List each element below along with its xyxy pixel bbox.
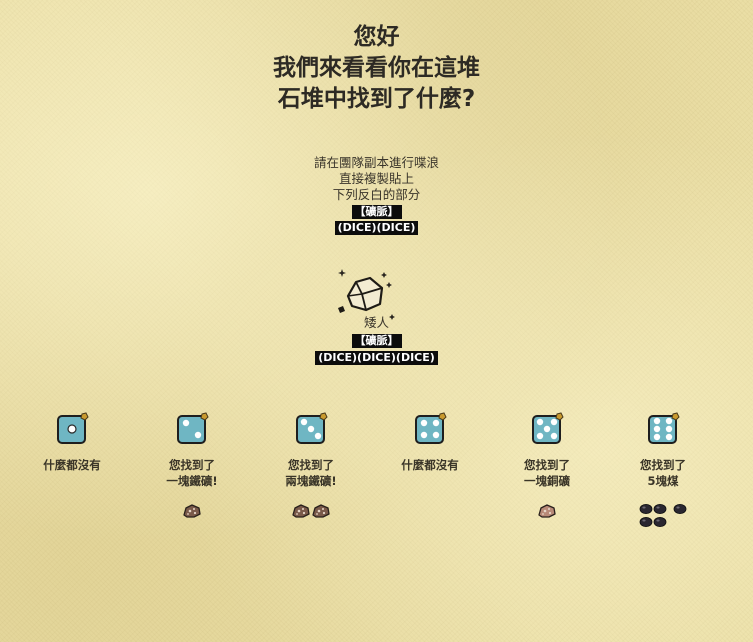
dwarf-label: 矮人 bbox=[363, 315, 389, 330]
heading-line-1: 您好 bbox=[353, 24, 400, 50]
result-text: 什麼都沒有 bbox=[370, 458, 490, 474]
coal-icon bbox=[653, 517, 667, 527]
loot-items bbox=[603, 503, 723, 533]
dice-face-4-icon bbox=[370, 412, 490, 446]
result-column: 什麼都沒有 bbox=[12, 412, 132, 518]
coal-icon bbox=[639, 517, 653, 527]
result-column: 什麼都沒有 bbox=[370, 412, 490, 518]
copper-ore-icon bbox=[538, 504, 556, 518]
coal-icon bbox=[673, 504, 687, 514]
dice-face-2-icon bbox=[132, 412, 252, 446]
result-line-2: 兩塊鐵礦! bbox=[285, 473, 337, 488]
instructions: 請在團隊副本進行喋浪 直接複製貼上 下列反白的部分 【礦脈】 (DICE)(DI… bbox=[0, 155, 753, 235]
result-text: 您找到了一塊銅礦 bbox=[487, 458, 607, 489]
heading-line-2: 我們來看看你在這堆 bbox=[273, 55, 480, 81]
dice-face-1-icon bbox=[12, 412, 132, 446]
instruction-line-2: 直接複製貼上 bbox=[338, 171, 414, 186]
copy-tag-name[interactable]: 【礦脈】 bbox=[351, 205, 402, 219]
dwarf-copy-tag-dice[interactable]: (DICE)(DICE)(DICE) bbox=[315, 351, 438, 365]
coal-icon bbox=[653, 504, 667, 514]
heading-line-3: 石堆中找到了什麼? bbox=[277, 86, 476, 112]
dwarf-copy-tag-name[interactable]: 【礦脈】 bbox=[351, 334, 402, 348]
result-text: 您找到了一塊鐵礦! bbox=[132, 458, 252, 489]
result-text: 什麼都沒有 bbox=[12, 458, 132, 474]
loot-items bbox=[251, 503, 371, 533]
loot-items bbox=[487, 503, 607, 533]
dice-face-5-icon bbox=[487, 412, 607, 446]
result-line-2: 5塊煤 bbox=[647, 473, 679, 488]
result-column: 您找到了一塊鐵礦! bbox=[132, 412, 252, 533]
iron-ore-icon bbox=[292, 504, 310, 518]
result-line-1: 您找到了 bbox=[524, 458, 570, 472]
page-heading: 您好 我們來看看你在這堆 石堆中找到了什麼? bbox=[0, 22, 753, 115]
dwarf-ore-icon bbox=[330, 266, 410, 326]
loot-items bbox=[132, 503, 252, 533]
instruction-line-1: 請在團隊副本進行喋浪 bbox=[313, 155, 439, 170]
coal-icon bbox=[639, 504, 653, 514]
dice-face-6-icon bbox=[603, 412, 723, 446]
result-line-1: 您找到了 bbox=[640, 458, 686, 472]
result-line-1: 什麼都沒有 bbox=[401, 458, 459, 472]
loot-items bbox=[370, 488, 490, 518]
iron-ore-icon bbox=[183, 504, 201, 518]
result-text: 您找到了兩塊鐵礦! bbox=[251, 458, 371, 489]
result-line-2: 一塊鐵礦! bbox=[166, 473, 218, 488]
result-line-2: 一塊銅礦 bbox=[524, 473, 570, 488]
instruction-line-3: 下列反白的部分 bbox=[332, 187, 421, 202]
result-line-1: 您找到了 bbox=[169, 458, 215, 472]
result-line-1: 什麼都沒有 bbox=[43, 458, 101, 472]
copy-tag-dice[interactable]: (DICE)(DICE) bbox=[334, 221, 419, 235]
result-line-1: 您找到了 bbox=[288, 458, 334, 472]
iron-ore-icon bbox=[312, 504, 330, 518]
result-column: 您找到了一塊銅礦 bbox=[487, 412, 607, 533]
loot-items bbox=[12, 488, 132, 518]
dice-face-3-icon bbox=[251, 412, 371, 446]
result-column: 您找到了兩塊鐵礦! bbox=[251, 412, 371, 533]
